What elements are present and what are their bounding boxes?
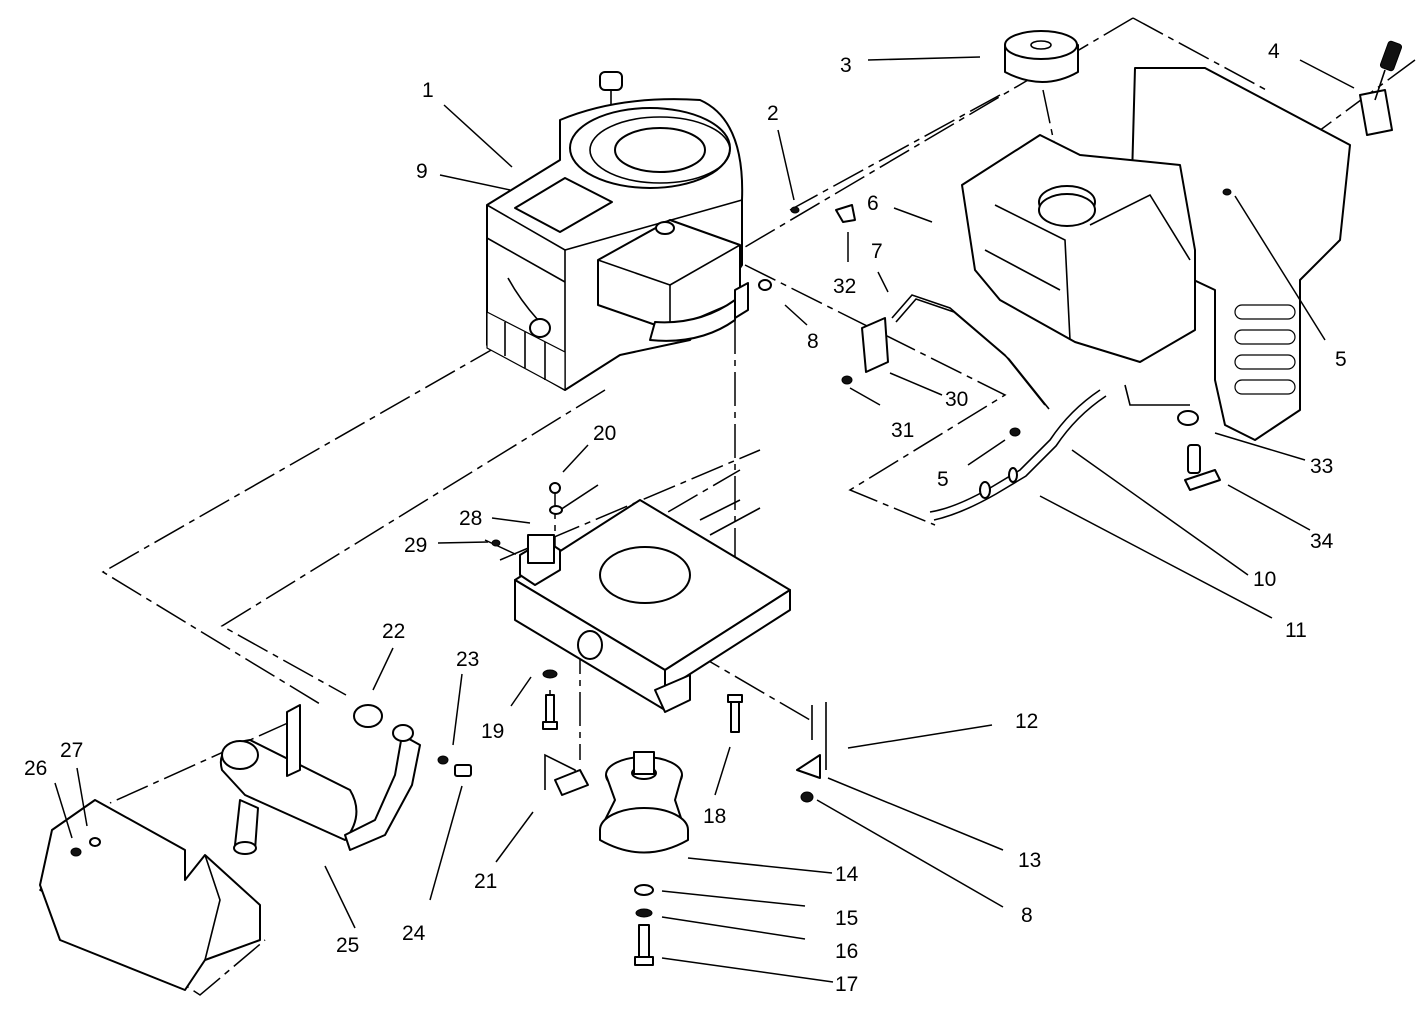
fuel-tank-console	[961, 67, 1351, 441]
callout-22: 22	[382, 620, 405, 643]
gas-cap	[1004, 30, 1079, 83]
brake-rod	[544, 753, 589, 796]
callout-18: 18	[703, 805, 726, 828]
fuel-line-rod	[891, 294, 1050, 410]
callout-21: 21	[474, 870, 497, 893]
fuel-hose	[929, 389, 1107, 521]
callout-2: 2	[767, 102, 779, 125]
callout-8-top: 8	[807, 330, 819, 353]
callout-31: 31	[891, 419, 914, 442]
callout-4: 4	[1268, 40, 1280, 63]
callout-15: 15	[835, 907, 858, 930]
callout-30: 30	[945, 388, 968, 411]
callout-12: 12	[1015, 710, 1038, 733]
engine	[486, 71, 744, 392]
callout-27: 27	[60, 739, 83, 762]
callout-33: 33	[1310, 455, 1333, 478]
leader-lines	[54, 56, 1355, 983]
callout-6: 6	[867, 192, 879, 215]
callout-7: 7	[871, 240, 883, 263]
callout-16: 16	[835, 940, 858, 963]
callout-19: 19	[481, 720, 504, 743]
callout-8-bottom: 8	[1021, 904, 1033, 927]
callout-1: 1	[422, 79, 434, 102]
callout-3: 3	[840, 54, 852, 77]
fuel-valve	[1177, 410, 1221, 491]
idler-bracket	[796, 702, 827, 803]
heat-shield	[39, 799, 261, 991]
throttle-control	[1359, 40, 1403, 136]
callout-23: 23	[456, 648, 479, 671]
callout-11: 11	[1285, 619, 1307, 642]
callout-14: 14	[835, 863, 859, 886]
callout-10: 10	[1253, 568, 1276, 591]
engine-pulley	[599, 751, 689, 966]
callout-34: 34	[1310, 530, 1334, 553]
callout-29: 29	[404, 534, 427, 557]
callout-9: 9	[416, 160, 428, 183]
callout-26: 26	[24, 757, 47, 780]
callout-labels: 1 2 3 4 5 5 6 7 8 8 9 10 11 12 13 14 15 …	[24, 40, 1347, 996]
small-hardware	[491, 188, 1232, 564]
callout-24: 24	[402, 922, 426, 945]
callout-5-bottom: 5	[937, 468, 949, 491]
callout-28: 28	[459, 507, 482, 530]
engine-mount-plate	[514, 499, 791, 713]
mounting-bolts	[542, 669, 743, 733]
callout-32: 32	[833, 275, 856, 298]
muffler-assembly	[219, 704, 472, 855]
callout-20: 20	[593, 422, 616, 445]
callout-13: 13	[1018, 849, 1041, 872]
callout-17: 17	[835, 973, 858, 996]
console-grille	[1234, 304, 1296, 395]
callout-5-top: 5	[1335, 348, 1347, 371]
callout-25: 25	[336, 934, 359, 957]
